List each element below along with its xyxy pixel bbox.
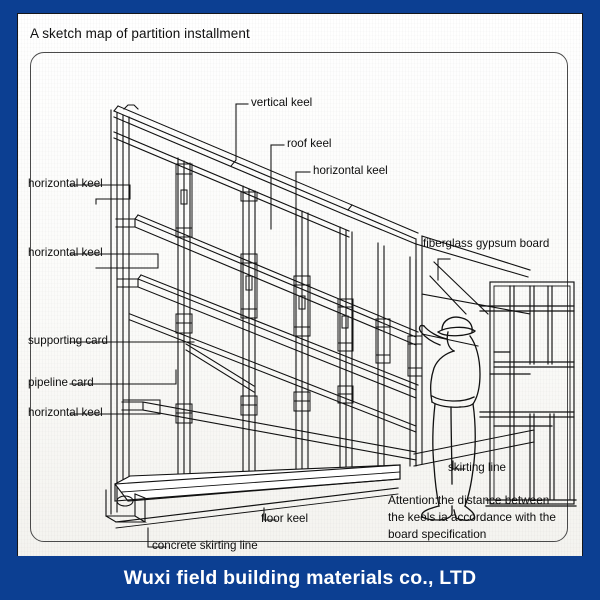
label-floor-keel: floor keel <box>261 512 309 525</box>
label-concrete-skirting-line: concrete skirting line <box>152 539 258 552</box>
technical-drawing <box>18 14 582 556</box>
inner-rounded-border <box>30 52 568 542</box>
attention-note: Attention:the distance between the keels… <box>388 493 556 541</box>
label-roof-keel: roof keel <box>287 137 332 150</box>
label-skirting-line: skirting line <box>448 461 506 474</box>
label-horizontal-keel-top-right: horizontal keel <box>313 164 388 177</box>
label-horizontal-keel-1: horizontal keel <box>28 177 103 190</box>
label-supporting-card: supporting card <box>28 334 108 347</box>
company-name: Wuxi field building materials co., LTD <box>123 566 477 589</box>
label-horizontal-keel-2: horizontal keel <box>28 246 103 259</box>
label-pipeline-card: pipeline card <box>28 376 94 389</box>
company-banner: Wuxi field building materials co., LTD <box>0 556 600 600</box>
label-fiberglass-gypsum-board: fiberglass gypsum board <box>423 237 550 250</box>
label-vertical-keel: vertical keel <box>251 96 313 109</box>
label-horizontal-keel-3: horizontal keel <box>28 406 103 419</box>
diagram-sheet: A sketch map of partition installment <box>18 14 582 556</box>
page-title: A sketch map of partition installment <box>30 26 250 41</box>
